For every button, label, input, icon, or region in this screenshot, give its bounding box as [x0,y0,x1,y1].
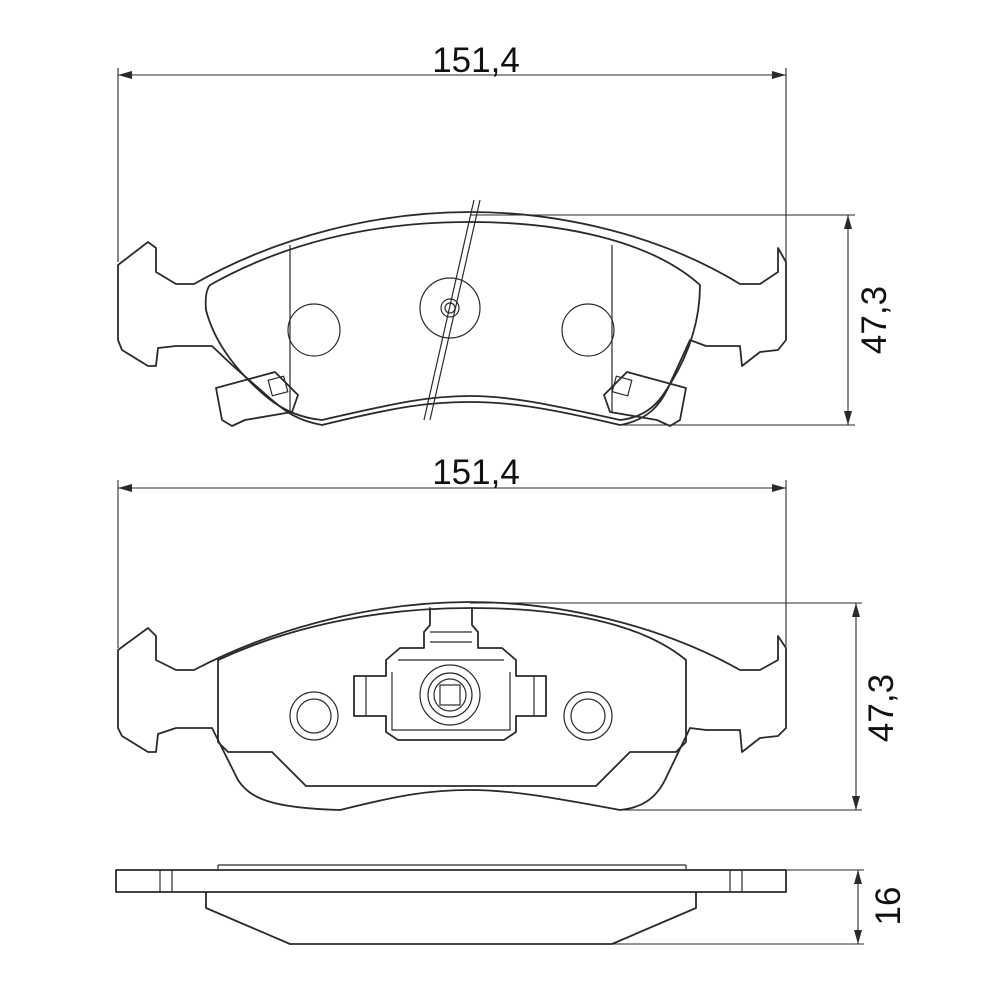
top-view-pad [117,199,787,427]
middle-center-boss [419,664,481,726]
side-thickness-label: 16 [869,887,908,926]
middle-spring-clip [353,607,547,741]
middle-width-label: 151,4 [432,453,520,492]
top-width-label: 151,4 [432,41,520,80]
side-thickness-dimension: 16 [612,869,908,945]
middle-spring-clip-inner [391,631,511,731]
top-center-pin [440,298,460,318]
middle-center-boss-inner [427,672,473,718]
top-width-dimension: 151,4 [117,41,787,340]
top-backing-plate [117,211,787,426]
middle-center-boss-ring [433,678,467,712]
top-clip-right-hole [611,375,633,397]
middle-center-square [439,684,461,706]
top-height-dimension: 47,3 [470,214,894,426]
middle-hole-right-inner [570,698,606,734]
top-clip-left-hole [267,375,289,397]
top-clip-left [215,371,299,427]
top-hole-left [287,303,341,357]
middle-width-dimension: 151,4 [117,453,787,648]
side-view-pad [115,864,787,945]
top-height-label: 47,3 [855,286,894,354]
top-hole-right [561,303,615,357]
side-friction-material [205,891,697,945]
middle-hole-right [563,691,613,741]
middle-height-label: 47,3 [862,674,901,742]
top-center-boss [419,277,481,339]
side-backing-plate [115,869,787,893]
middle-hole-left [289,691,339,741]
top-center-pin-inner [444,302,456,314]
middle-view-pad [117,601,787,811]
middle-backing-plate [117,601,787,811]
middle-hole-left-inner [296,698,332,734]
top-clip-right [603,371,687,427]
middle-inner-plate [217,607,687,787]
top-friction-material [204,221,701,421]
middle-height-dimension: 47,3 [470,602,901,811]
top-diagonal-cut-a [423,199,475,421]
